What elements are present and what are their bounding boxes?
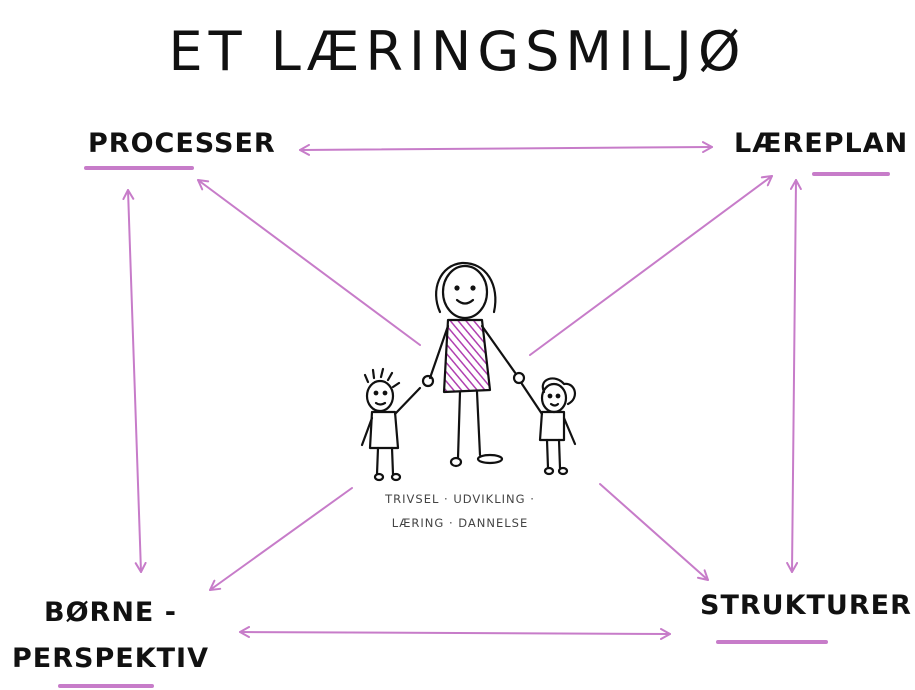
left-child-hair	[363, 367, 401, 389]
right-child-head	[540, 382, 568, 414]
node-laereplan: LÆREPLAN	[734, 128, 909, 159]
adult-head	[441, 264, 489, 320]
node-processer: PROCESSER	[88, 128, 276, 159]
arrow-laereplan-strukturer	[786, 179, 802, 573]
arrow-center-laereplan	[529, 175, 773, 356]
strukturer-underline	[716, 640, 828, 644]
center-values-line1: TRIVSEL · UDVIKLING ·	[385, 492, 535, 506]
right-child-body	[538, 410, 566, 442]
node-strukturer: STRUKTURER	[700, 590, 912, 621]
laereplan-underline	[812, 172, 890, 176]
diagram-title: ET LÆRINGSMILJØ	[168, 20, 747, 83]
right-child-hair	[541, 377, 577, 406]
arrow-center-strukturer	[599, 483, 709, 581]
center-values-text: TRIVSEL · UDVIKLING · LÆRING · DANNELSE	[355, 487, 565, 535]
arrow-center-processer	[197, 179, 421, 346]
center-values-line2: LÆRING · DANNELSE	[391, 516, 529, 530]
left-child-head	[365, 379, 395, 413]
arrow-processer-laereplan	[299, 141, 713, 156]
node-borneperspektiv: BØRNE - PERSPEKTIV	[12, 590, 209, 682]
borneperspektiv-line2: PERSPEKTIV	[12, 643, 209, 674]
arrow-center-borne	[209, 487, 353, 591]
borneperspektiv-underline	[58, 684, 154, 688]
adult-dress	[442, 318, 492, 394]
processer-underline	[84, 166, 194, 170]
borneperspektiv-line1: BØRNE -	[44, 597, 177, 628]
left-child-body	[368, 410, 400, 450]
arrow-borne-strukturer	[239, 626, 671, 640]
adult-hair	[435, 261, 497, 314]
arrow-processer-borne	[122, 189, 147, 573]
